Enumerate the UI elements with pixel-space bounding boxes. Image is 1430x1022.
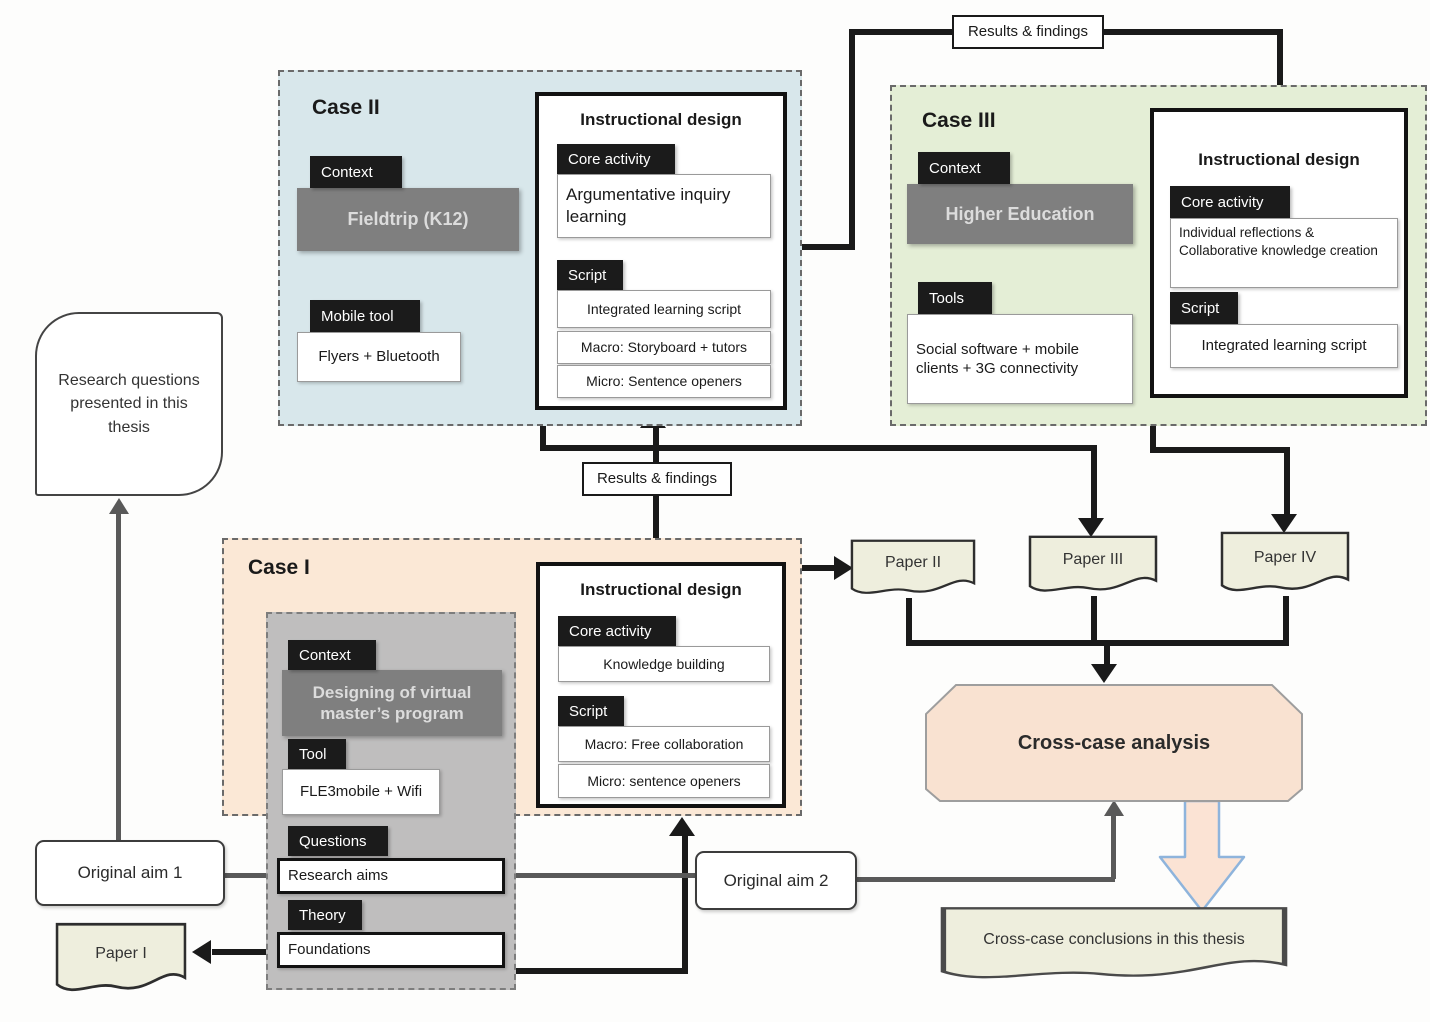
case3-tools-label: Tools [918, 282, 992, 314]
case1-tool-label: Tool [288, 739, 346, 769]
case2-tool-label: Mobile tool [310, 300, 420, 332]
case1-core-label: Core activity [558, 616, 676, 646]
document-shape [55, 922, 187, 992]
connector-paper3-down-v [1091, 596, 1097, 644]
connector-results-to-case3-v [1277, 33, 1283, 91]
paper2-label: Paper II [884, 554, 942, 571]
connector-up-into-case1-v [682, 836, 688, 974]
connector-aims-to-aim2-h [501, 873, 697, 878]
connector-papers-merge-h [906, 640, 1289, 646]
document-shape [850, 539, 976, 594]
case2-script-row: Micro: Sentence openers [557, 365, 771, 398]
arrowhead-into-crosscase [1091, 664, 1117, 683]
connector-aim1-to-aims-h [225, 873, 275, 878]
connector-paper4-down-v [1283, 596, 1289, 644]
connector-foundations-to-paper1-h [212, 949, 275, 955]
paper1-label: Paper I [95, 945, 147, 962]
document-shape [1028, 535, 1158, 592]
arrowhead-into-crosscase-gray [1104, 800, 1124, 816]
case2-instructional-design: Instructional design Core activity Argum… [535, 92, 787, 410]
connector-case2-to-results-h [785, 244, 851, 250]
case1-questions-box: Research aims [277, 858, 505, 894]
case2-title: Case II [312, 96, 380, 119]
case1-core-box: Knowledge building [558, 646, 770, 682]
connector-paper4-drop-v [1284, 447, 1290, 514]
connector-paper3-drop-v [1091, 445, 1097, 518]
case1-inner-gray-group: Context Designing of virtual master’s pr… [266, 612, 516, 990]
paper3-document: Paper III [1028, 535, 1158, 599]
case3-script-row: Integrated learning script [1170, 324, 1398, 368]
connector-case2-to-paper3-h [540, 445, 1097, 451]
original-aim1-box: Original aim 1 [35, 840, 225, 906]
case2-core-label: Core activity [557, 144, 675, 174]
case3-tools-box: Social software + mobile clients + 3G co… [907, 314, 1133, 404]
case2-context-label: Context [310, 156, 402, 188]
crosscase-analysis-box: Cross-case analysis [925, 684, 1303, 802]
case1-instructional-design: Instructional design Core activity Knowl… [536, 562, 786, 808]
case3-instructional-design: Instructional design Core activity Indiv… [1150, 108, 1408, 398]
case1-context-box: Designing of virtual master’s program [282, 670, 502, 736]
connector-case2-to-results-v [849, 29, 855, 250]
case2-script-row: Macro: Storyboard + tutors [557, 331, 771, 364]
case1-design-title: Instructional design [580, 580, 742, 599]
results-findings-mid-box: Results & findings [582, 462, 732, 496]
connector-aim2-right-h [857, 877, 1115, 882]
case3-core-box: Individual reflections & Collaborative k… [1170, 218, 1398, 288]
case2-script-row: Integrated learning script [557, 290, 771, 328]
document-shape [1220, 531, 1350, 592]
crosscase-block-arrow [1158, 801, 1246, 913]
arrowhead-into-case1 [669, 817, 695, 836]
paper1-document: Paper I [55, 922, 187, 1000]
connector-paper2-down-v [906, 598, 912, 644]
case3-design-title: Instructional design [1198, 150, 1360, 169]
connector-aim1-to-questions-v [116, 514, 121, 842]
case3-core-label: Core activity [1170, 186, 1290, 218]
results-findings-top-box: Results & findings [952, 15, 1104, 49]
case3-context-label: Context [918, 152, 1010, 184]
case2-tool-box: Flyers + Bluetooth [297, 332, 461, 382]
original-aim2-box: Original aim 2 [695, 851, 857, 910]
connector-foundations-right-h [512, 968, 688, 974]
connector-case3-down-v [1150, 425, 1156, 451]
paper4-document: Paper IV [1220, 531, 1350, 599]
case1-theory-box: Foundations [277, 932, 505, 968]
arrowhead-into-paper4 [1271, 514, 1297, 533]
connector-case3-to-paper4-h [1150, 447, 1290, 453]
paper2-document: Paper II [850, 539, 976, 601]
crosscase-conclusions-label: Cross-case conclusions in this thesis [983, 931, 1245, 948]
connector-case2-down-v [540, 425, 546, 449]
case1-script-label: Script [558, 696, 624, 726]
document-shape [940, 907, 1288, 979]
case2-design-title: Instructional design [580, 110, 742, 129]
case3-context-box: Higher Education [907, 184, 1133, 244]
case1-title: Case I [248, 556, 310, 579]
case2-script-label: Script [557, 260, 623, 290]
crosscase-shape [925, 684, 1303, 802]
block-arrow-down-icon [1158, 801, 1246, 913]
case2-context-box: Fieldtrip (K12) [297, 188, 519, 251]
paper3-label: Paper III [1062, 551, 1124, 568]
connector-merge-to-crosscase-v [1104, 646, 1110, 664]
case1-tool-box: FLE3mobile + Wifi [282, 769, 440, 815]
arrowhead-into-paper1 [192, 940, 211, 964]
connector-case1-to-paper2-h [786, 565, 836, 571]
arrowhead-into-paper3 [1078, 518, 1104, 537]
research-questions-box: Research questions presented in this the… [35, 312, 223, 496]
case1-context-label: Context [288, 640, 376, 670]
case3-script-label: Script [1170, 292, 1238, 324]
case3-title: Case III [922, 109, 996, 132]
paper4-label: Paper IV [1253, 549, 1317, 566]
arrowhead-into-paper2 [834, 556, 853, 580]
arrowhead-into-research-questions [109, 498, 129, 514]
case1-script-row: Macro: Free collaboration [558, 726, 770, 762]
crosscase-title: Cross-case analysis [1017, 731, 1211, 754]
case1-script-row: Micro: sentence openers [558, 764, 770, 798]
case2-core-box: Argumentative inquiry learning [557, 174, 771, 238]
crosscase-conclusions-document: Cross-case conclusions in this thesis [938, 906, 1290, 988]
case1-questions-label: Questions [288, 826, 388, 856]
connector-aim2-up-v [1111, 815, 1116, 879]
case1-theory-label: Theory [288, 900, 362, 930]
